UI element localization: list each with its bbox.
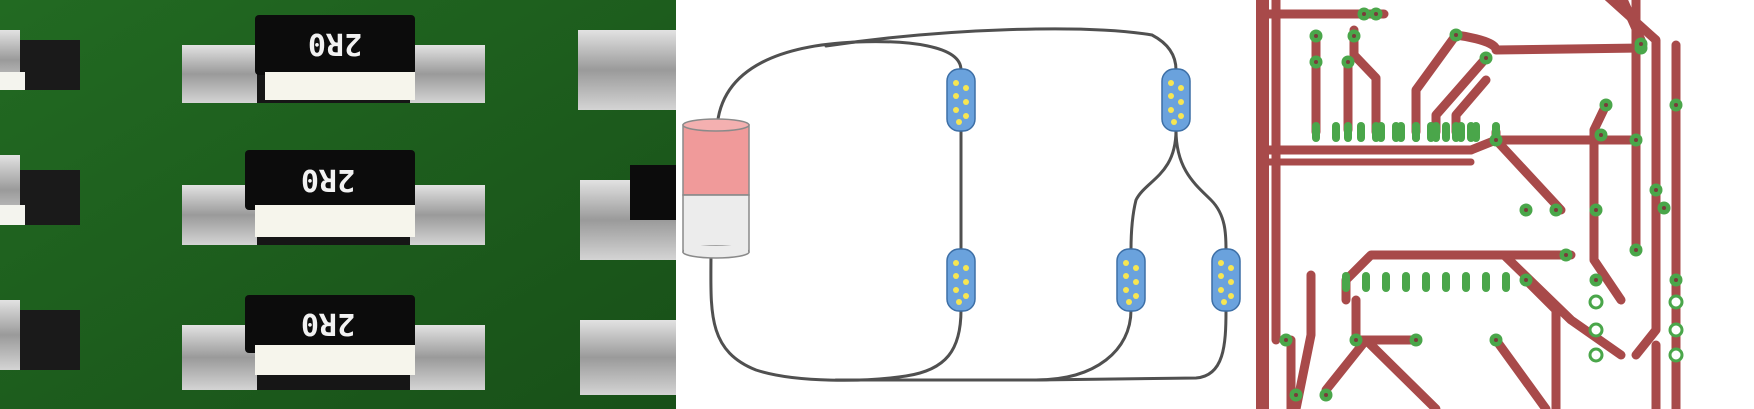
pcb-via-hole bbox=[1352, 34, 1356, 38]
pcb-through-hole bbox=[1668, 294, 1684, 310]
resistor-2 bbox=[1161, 68, 1191, 132]
pcb-canvas bbox=[1256, 0, 1684, 409]
smd-resistor-3: 2R0 bbox=[182, 295, 485, 390]
pcb-through-hole bbox=[1588, 322, 1604, 338]
pcb-via-hole bbox=[1604, 103, 1608, 107]
diagram-canvas bbox=[682, 27, 1241, 382]
pcb-via-hole bbox=[1346, 60, 1350, 64]
wire-bottom-to-r5 bbox=[1034, 308, 1228, 382]
pcb-oval-pad bbox=[1392, 122, 1400, 142]
resistor-5 bbox=[1211, 248, 1241, 312]
pcb-via-hole bbox=[1564, 253, 1568, 257]
pcb-through-hole bbox=[1668, 347, 1684, 363]
pcb-via-hole bbox=[1494, 338, 1498, 342]
pcb-via-hole bbox=[1454, 33, 1458, 37]
wires bbox=[709, 27, 1228, 382]
resistor-3 bbox=[946, 248, 976, 312]
resistor-marking-1: 2R0 bbox=[308, 26, 362, 61]
pcb-via-hole bbox=[1634, 138, 1638, 142]
resistor-group bbox=[946, 68, 1241, 312]
pcb-via-hole bbox=[1374, 12, 1378, 16]
pcb-oval-pad bbox=[1342, 272, 1350, 292]
pcb-oval-pad bbox=[1442, 122, 1450, 142]
partial-resistor-left-1 bbox=[0, 30, 80, 90]
pcb-via-hole bbox=[1639, 42, 1643, 46]
wire-cylinder-to-r3 bbox=[709, 248, 963, 382]
pcb-oval-pad bbox=[1332, 122, 1340, 142]
pcb-oval-pad bbox=[1344, 122, 1352, 142]
pcb-via-hole bbox=[1599, 133, 1603, 137]
pcb-via-hole bbox=[1662, 206, 1666, 210]
pcb-oval-pad bbox=[1462, 272, 1470, 292]
pcb-via-hole bbox=[1414, 338, 1418, 342]
pcb-via-hole bbox=[1634, 248, 1638, 252]
pcb-layout bbox=[1256, 0, 1754, 409]
pcb-via-hole bbox=[1362, 12, 1366, 16]
resistor-4 bbox=[1116, 248, 1146, 312]
resistor-1 bbox=[946, 68, 976, 132]
partial-resistor-left-2 bbox=[0, 155, 80, 225]
pcb-via-hole bbox=[1524, 278, 1528, 282]
pcb-oval-pad bbox=[1412, 122, 1420, 142]
wire-bottom-to-r4 bbox=[834, 308, 1133, 382]
pcb-oval-pad bbox=[1432, 122, 1440, 142]
pcb-through-hole bbox=[1588, 347, 1604, 363]
smd-resistor-1: 2R0 bbox=[182, 15, 485, 103]
pcb-oval-pad bbox=[1312, 122, 1320, 142]
pcb-through-hole bbox=[1668, 322, 1684, 338]
pcb-via-hole bbox=[1314, 60, 1318, 64]
partial-resistor-right-3 bbox=[580, 320, 676, 395]
pcb-via-hole bbox=[1654, 188, 1658, 192]
wire-top-to-r2 bbox=[824, 27, 1178, 72]
pcb-oval-pad bbox=[1422, 272, 1430, 292]
resistor-marking-3: 2R0 bbox=[301, 306, 355, 341]
resistor-marking-2: 2R0 bbox=[301, 162, 355, 197]
pcb-oval-pad bbox=[1442, 272, 1450, 292]
wiring-diagram bbox=[676, 0, 1256, 409]
partial-resistor-right-1 bbox=[578, 30, 676, 110]
pcb-via-hole bbox=[1294, 393, 1298, 397]
pcb-via-hole bbox=[1324, 393, 1328, 397]
cylinder-component bbox=[682, 118, 750, 259]
pcb-pads bbox=[1279, 7, 1684, 402]
wire-r2-to-r4 bbox=[1129, 128, 1178, 252]
pcb-via-hole bbox=[1554, 208, 1558, 212]
photo-canvas: 2R0 2R0 2R0 bbox=[0, 0, 676, 409]
pcb-via-hole bbox=[1674, 103, 1678, 107]
partial-resistor-left-3 bbox=[0, 300, 80, 370]
pcb-via-hole bbox=[1674, 278, 1678, 282]
pcb-oval-pad bbox=[1502, 272, 1510, 292]
pcb-through-hole bbox=[1588, 294, 1604, 310]
wire-r2-to-r5 bbox=[1174, 128, 1228, 252]
pcb-oval-pad bbox=[1467, 122, 1475, 142]
pcb-oval-pad bbox=[1402, 272, 1410, 292]
partial-resistor-right-2 bbox=[580, 165, 676, 260]
pcb-via-hole bbox=[1524, 208, 1528, 212]
pcb-via-hole bbox=[1594, 208, 1598, 212]
pcb-oval-pad bbox=[1482, 272, 1490, 292]
pcb-oval-pad bbox=[1362, 272, 1370, 292]
pcb-traces bbox=[1256, 0, 1681, 409]
pcb-via-hole bbox=[1284, 338, 1288, 342]
pcb-oval-pad bbox=[1452, 122, 1460, 142]
pcb-oval-pad bbox=[1382, 272, 1390, 292]
smd-resistor-2: 2R0 bbox=[182, 150, 485, 245]
pcb-via-hole bbox=[1354, 338, 1358, 342]
smd-resistor-photo: 2R0 2R0 2R0 bbox=[0, 0, 676, 409]
pcb-via-hole bbox=[1494, 138, 1498, 142]
pcb-via-hole bbox=[1314, 34, 1318, 38]
pcb-via-hole bbox=[1484, 56, 1488, 60]
pcb-via-hole bbox=[1594, 278, 1598, 282]
wire-cylinder-to-r1 bbox=[715, 40, 963, 130]
pcb-oval-pad bbox=[1357, 122, 1365, 142]
pcb-oval-pad bbox=[1372, 122, 1380, 142]
